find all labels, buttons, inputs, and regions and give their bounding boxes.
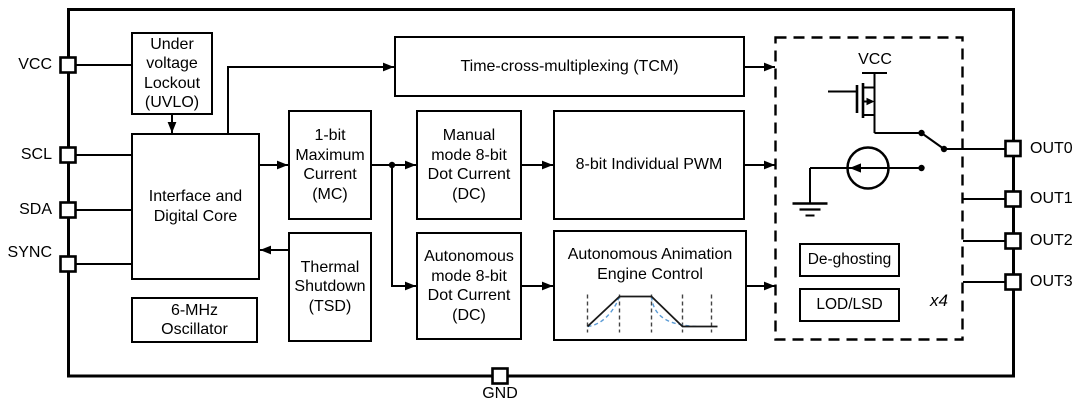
pin-out3 <box>1004 273 1022 291</box>
block-interface-digital-core: Interface and Digital Core <box>131 133 260 280</box>
pin-out0 <box>1004 139 1022 158</box>
pin-label-out2: OUT2 <box>1030 232 1073 249</box>
pin-out2 <box>1004 232 1022 250</box>
block-animation-engine: Autonomous Animation Engine Control <box>553 230 747 341</box>
pin-out1 <box>1004 190 1022 208</box>
output-stage-vcc-label: VCC <box>858 51 892 68</box>
wire-junction-dot <box>388 161 396 169</box>
package-pins <box>59 56 1022 385</box>
pin-scl <box>59 146 77 164</box>
pmos-transistor-icon <box>828 72 887 133</box>
output-stage-circuit <box>792 72 948 217</box>
pin-gnd <box>491 367 509 385</box>
block-oscillator: 6-MHz Oscillator <box>131 297 258 343</box>
block-deghosting: De-ghosting <box>799 243 900 277</box>
pin-label-sync: SYNC <box>7 244 52 261</box>
pin-label-gnd: GND <box>482 385 518 402</box>
pin-label-scl: SCL <box>20 146 52 163</box>
wire-core-to-tcm <box>227 62 394 134</box>
block-manual-dot-current: Manual mode 8-bit Dot Current (DC) <box>416 110 522 220</box>
pin-label-out3: OUT3 <box>1030 273 1073 290</box>
current-source-icon <box>810 146 925 190</box>
pin-label-vcc: VCC <box>18 56 52 73</box>
pin-label-sda: SDA <box>19 201 52 218</box>
block-individual-pwm: 8-bit Individual PWM <box>553 110 745 220</box>
block-lod-lsd: LOD/LSD <box>799 288 900 322</box>
block-autonomous-dot-current: Autonomous mode 8-bit Dot Current (DC) <box>416 232 522 340</box>
signal-wires <box>76 62 1010 291</box>
pin-sync <box>59 255 77 273</box>
block-maximum-current: 1-bit Maximum Current (MC) <box>288 110 372 220</box>
animation-engine-label: Autonomous Animation Engine Control <box>567 246 733 283</box>
animation-waveform-icon <box>586 294 718 333</box>
wire-mc-to-autonomous-dc <box>391 165 416 291</box>
pin-label-out0: OUT0 <box>1030 139 1073 157</box>
channel-multiplier-label: x4 <box>930 291 948 310</box>
pin-label-out1: OUT1 <box>1030 190 1073 207</box>
output-stage-dashed-box <box>774 36 964 341</box>
pin-sda <box>59 201 77 219</box>
ground-icon <box>792 168 828 217</box>
output-switch-icon <box>874 129 948 153</box>
block-tcm: Time-cross-multiplexing (TCM) <box>394 36 745 97</box>
block-uvlo: Under voltage Lockout (UVLO) <box>131 32 213 115</box>
block-thermal-shutdown: Thermal Shutdown (TSD) <box>288 232 372 342</box>
pin-vcc <box>59 56 77 74</box>
